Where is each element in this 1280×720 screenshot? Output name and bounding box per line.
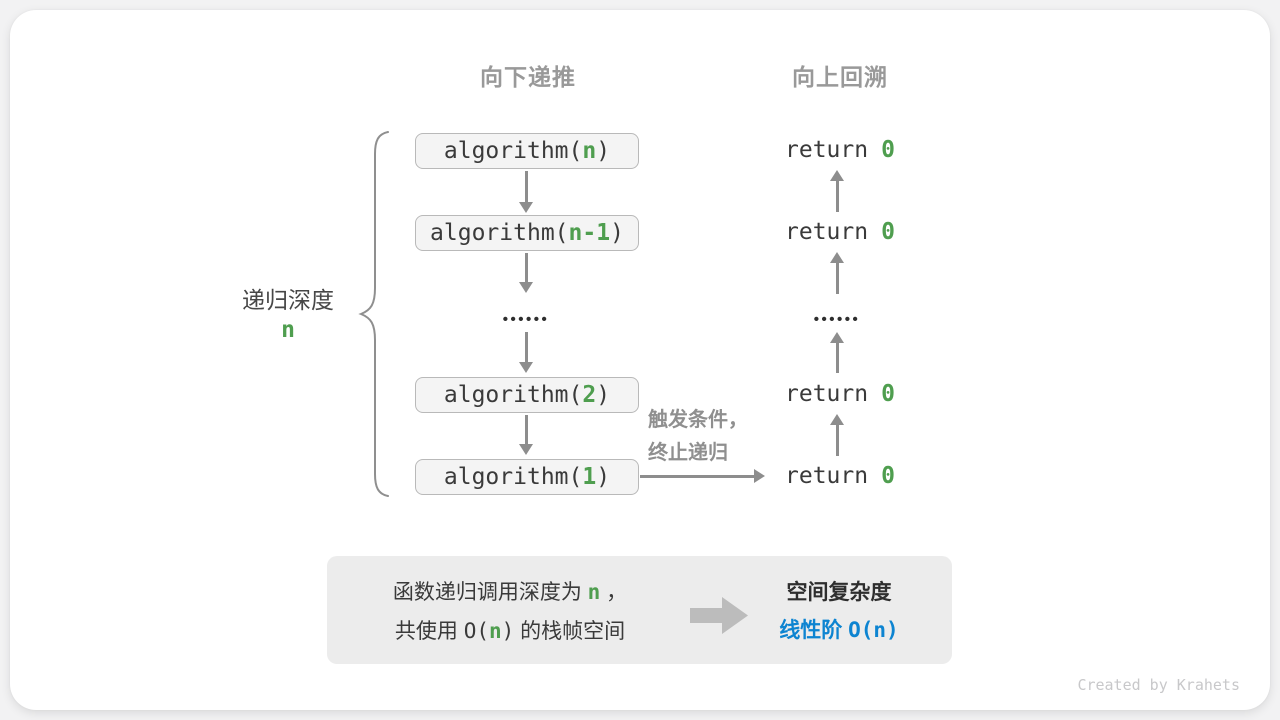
- call-arg: n-1: [568, 220, 611, 246]
- up-arrow-icon: [829, 332, 845, 373]
- header-recurse-down: 向下递推: [480, 64, 576, 90]
- right-arrow-icon: [640, 468, 765, 484]
- up-arrow-icon: [829, 414, 845, 456]
- recursion-depth-value: n: [281, 317, 295, 343]
- call-suffix: ): [596, 138, 611, 164]
- call-prefix: algorithm(: [443, 138, 583, 164]
- summary-line1-var: n: [587, 579, 601, 604]
- summary-panel: [327, 556, 952, 664]
- summary-line1: 函数递归调用深度为 n ，: [340, 576, 680, 606]
- call-box-1: algorithm(1): [415, 459, 639, 495]
- call-prefix: algorithm(: [443, 382, 583, 408]
- summary-line2-pre: 共使用: [394, 619, 464, 643]
- summary-statement: 函数递归调用深度为 n ， 共使用 O(n) 的栈帧空间: [340, 556, 680, 664]
- down-arrow-icon: [518, 415, 534, 455]
- recursion-depth-label: 递归深度: [242, 287, 334, 313]
- watermark: Created by Krahets: [1077, 676, 1240, 694]
- call-arg: 2: [582, 382, 597, 408]
- space-complexity-value: 线性阶 O(n): [734, 614, 944, 644]
- trigger-condition-line2: 终止递归: [648, 442, 728, 464]
- complexity-notation: O(n): [848, 618, 899, 642]
- down-arrow-icon: [518, 253, 534, 293]
- block-arrow-icon: [690, 597, 748, 634]
- return-statement: return 0: [785, 218, 895, 246]
- summary-result: 空间复杂度 线性阶 O(n): [734, 556, 944, 664]
- curly-brace: [358, 131, 389, 497]
- return-keyword: return: [785, 463, 869, 489]
- call-suffix: ): [596, 382, 611, 408]
- up-arrow-icon: [829, 170, 845, 212]
- trigger-condition-line1: 触发条件，: [648, 409, 748, 431]
- call-arg: 1: [582, 464, 597, 490]
- return-value: 0: [881, 381, 895, 407]
- call-arg: n: [582, 138, 597, 164]
- return-keyword: return: [785, 381, 869, 407]
- call-box-n: algorithm(n): [415, 133, 639, 169]
- ellipsis-dots-right: ••••••: [813, 311, 861, 328]
- call-prefix: algorithm(: [443, 464, 583, 490]
- call-suffix: ): [596, 464, 611, 490]
- summary-line1-pre: 函数递归调用深度为: [392, 580, 588, 604]
- summary-line2-code-open: O(: [463, 618, 489, 643]
- call-box-2: algorithm(2): [415, 377, 639, 413]
- up-arrow-icon: [829, 252, 845, 294]
- return-statement: return 0: [785, 462, 895, 490]
- call-prefix: algorithm(: [430, 220, 569, 246]
- summary-line2: 共使用 O(n) 的栈帧空间: [340, 615, 680, 645]
- return-keyword: return: [785, 137, 869, 163]
- call-box-n-1: algorithm(n-1): [415, 215, 639, 251]
- return-value: 0: [881, 463, 895, 489]
- down-arrow-icon: [518, 332, 534, 373]
- space-complexity-title: 空间复杂度: [786, 581, 892, 604]
- return-statement: return 0: [785, 136, 895, 164]
- call-suffix: ): [610, 220, 624, 246]
- summary-line1-post: ，: [600, 580, 628, 604]
- return-statement: return 0: [785, 380, 895, 408]
- summary-line2-var: n: [488, 618, 502, 643]
- header-backtrack-up: 向上回溯: [792, 64, 888, 90]
- return-value: 0: [881, 219, 895, 245]
- return-keyword: return: [785, 219, 869, 245]
- return-value: 0: [881, 137, 895, 163]
- ellipsis-dots-left: ••••••: [502, 311, 550, 328]
- down-arrow-icon: [518, 171, 534, 213]
- summary-line2-code-close: ): [501, 618, 515, 643]
- summary-line2-post: 的栈帧空间: [514, 619, 626, 643]
- complexity-order-label: 线性阶: [779, 619, 849, 642]
